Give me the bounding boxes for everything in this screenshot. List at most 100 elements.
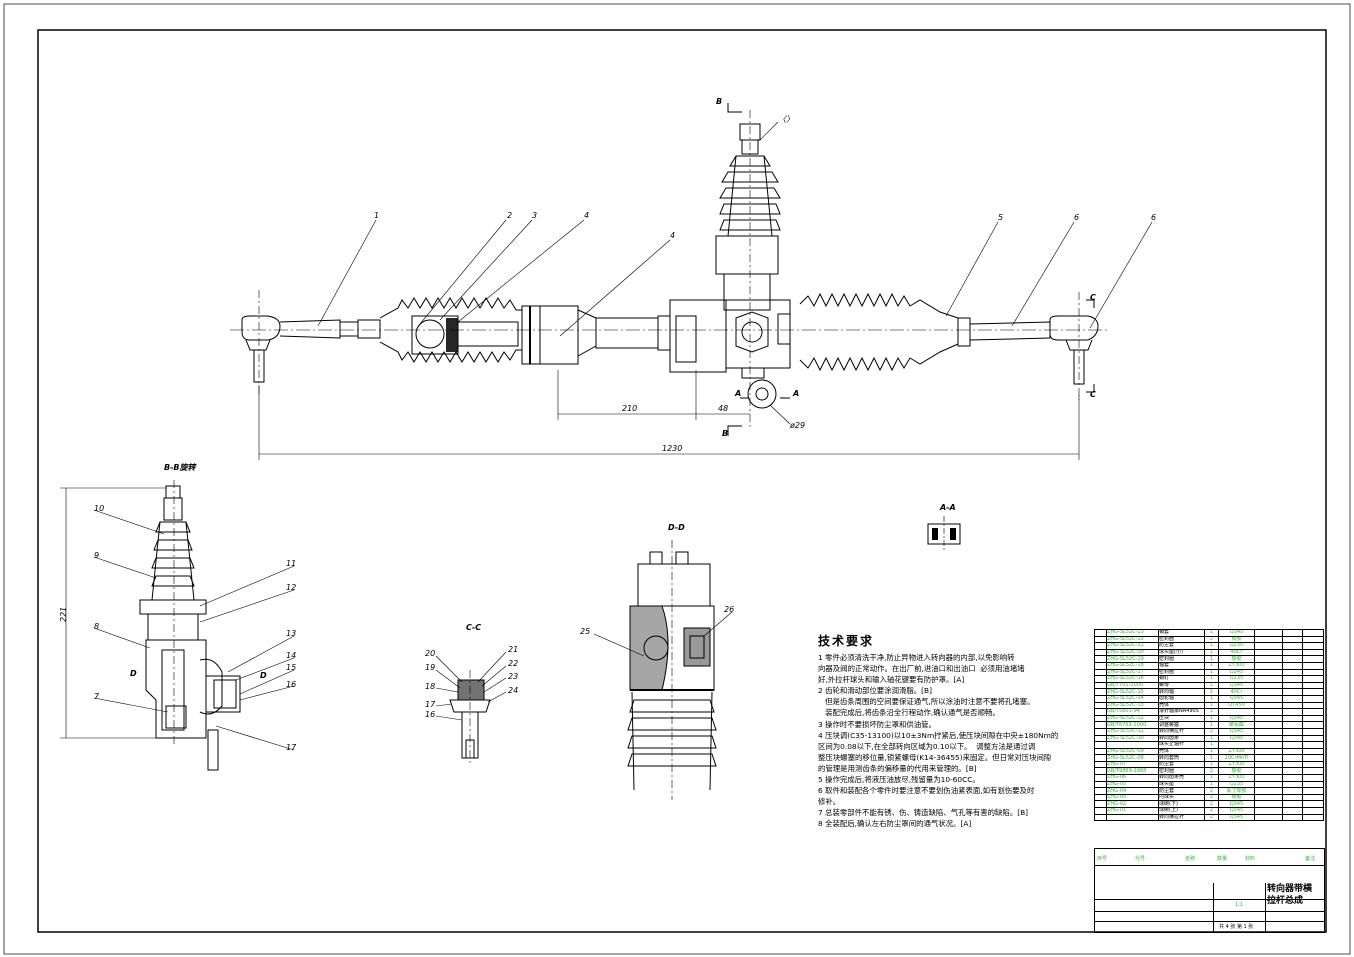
bom-qty: 2	[1204, 800, 1219, 809]
bom-remark	[1302, 688, 1324, 696]
section-title-aa: A-A	[939, 503, 956, 512]
note-3: 3 操作时不要损坏防尘罩和供油管。	[818, 719, 936, 729]
notes-title: 技术要求	[818, 634, 875, 648]
bom-weight	[1254, 655, 1283, 663]
bom-seq	[1094, 668, 1107, 677]
callout-8: 8	[94, 622, 99, 631]
bom-code: ZHG-01	[1106, 807, 1159, 815]
bom-total	[1282, 727, 1303, 736]
bom-remark	[1302, 708, 1324, 716]
bom-weight	[1254, 813, 1283, 822]
bom-material: 橡胶	[1218, 793, 1255, 802]
bom-code: ZHG-SL52C-21	[1106, 642, 1159, 650]
bom-seq	[1094, 655, 1107, 663]
bom-qty: 1	[1204, 648, 1219, 657]
bom-weight	[1254, 734, 1283, 743]
bom-qty: 1	[1204, 629, 1219, 637]
bom-material: Q345	[1218, 714, 1255, 723]
bom-total	[1282, 655, 1303, 663]
bom-seq	[1094, 813, 1107, 822]
bom-remark	[1302, 668, 1324, 677]
bom-total	[1282, 780, 1303, 789]
bom-remark	[1302, 760, 1324, 769]
bom-name: 球头正轴杆	[1158, 741, 1205, 749]
bom-qty: 2	[1204, 767, 1219, 776]
bom-name: 内球头	[1158, 793, 1205, 802]
bom-material: 橡胶	[1218, 635, 1255, 644]
bom-seq	[1094, 701, 1107, 710]
sheet-info: 共 4 张 第 1 张	[1219, 924, 1254, 930]
bom-name: 球碗(上)	[1158, 807, 1205, 815]
bom-seq	[1094, 708, 1107, 716]
bom-total	[1282, 675, 1303, 683]
bom-material: Q345	[1218, 629, 1255, 637]
dim-1230: 1230	[662, 444, 682, 453]
section-mark-c-bottom: C	[1090, 390, 1096, 399]
bom-remark	[1302, 741, 1324, 749]
bom-remark	[1302, 754, 1324, 762]
callout-23: 21	[508, 645, 518, 654]
bom-weight	[1254, 807, 1283, 815]
bom-weight	[1254, 721, 1283, 729]
drawing-title-line1: 转向器带横	[1267, 884, 1313, 894]
bom-remark	[1302, 774, 1324, 782]
bom-code: ZHG-03	[1106, 793, 1159, 802]
bom-qty: 1	[1204, 714, 1219, 723]
bom-code: ZHG-SL52C-22	[1106, 635, 1159, 644]
bom-qty: 2	[1204, 727, 1219, 736]
bom-total	[1282, 807, 1303, 815]
dim-221: 221	[59, 607, 68, 622]
bom-code: ZHG-07	[1106, 760, 1159, 769]
bom-code	[1106, 813, 1159, 822]
bom-qty: 1	[1204, 668, 1219, 677]
bom-total	[1282, 668, 1303, 677]
bom-qty: 1	[1204, 708, 1219, 716]
bom-remark	[1302, 635, 1324, 644]
bom-remark	[1302, 675, 1324, 683]
bom-total	[1282, 708, 1303, 716]
bom-material: ZY300	[1218, 774, 1255, 782]
section-mark-d-left: D	[130, 669, 137, 678]
bom-total	[1282, 629, 1303, 637]
section-title-cc: C-C	[466, 623, 481, 632]
bom-weight	[1254, 661, 1283, 670]
bom-seq	[1094, 629, 1107, 637]
callout-10: 10	[94, 504, 104, 513]
bom-qty: 1	[1204, 741, 1219, 749]
bom-qty: 1	[1204, 681, 1219, 690]
bom-code: ZHG-SL52C-15	[1106, 688, 1159, 696]
bom-seq	[1094, 681, 1107, 690]
bom-remark	[1302, 767, 1324, 776]
bom-remark	[1302, 701, 1324, 710]
bom-seq	[1094, 793, 1107, 802]
bom-seq	[1094, 754, 1107, 762]
bom-total	[1282, 661, 1303, 670]
bom-material	[1218, 708, 1255, 716]
bom-total	[1282, 714, 1303, 723]
bom-weight	[1254, 787, 1283, 795]
bom-weight	[1254, 747, 1283, 756]
bom-total	[1282, 701, 1303, 710]
bom-name: 调整螺塞	[1158, 721, 1205, 729]
bom-total	[1282, 813, 1303, 822]
bom-seq	[1094, 800, 1107, 809]
bom-material: Q345	[1218, 694, 1255, 703]
bom-total	[1282, 787, 1303, 795]
bom-material: Q345	[1218, 681, 1255, 690]
bom-code: GB/T9869-1988	[1106, 767, 1159, 776]
inner-frame	[37, 29, 1327, 933]
hdr-name: 名称	[1185, 856, 1196, 862]
bom-code: ZHG-06	[1106, 774, 1159, 782]
